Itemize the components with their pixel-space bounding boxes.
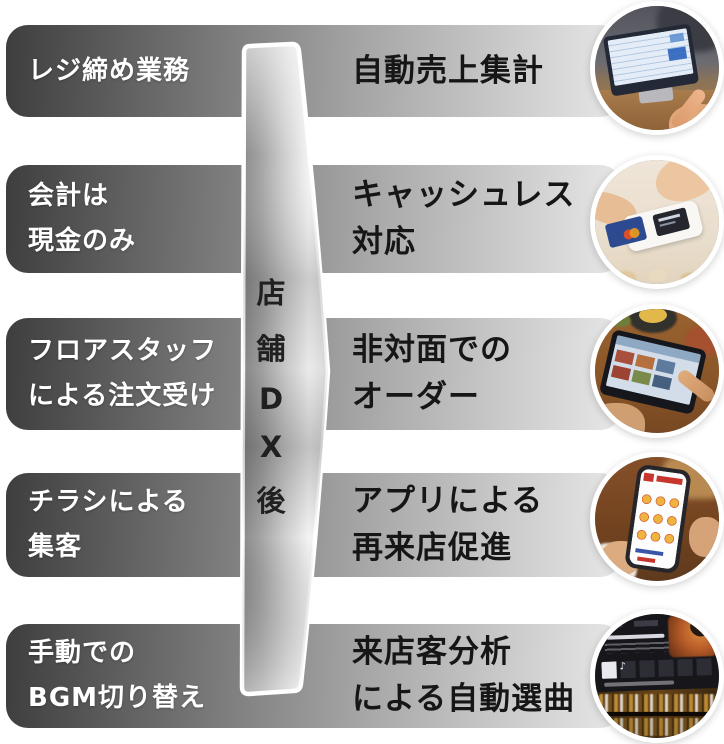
after-label: 非対面での オーダー: [352, 318, 512, 430]
banner-char: D: [258, 382, 284, 416]
before-line: チラシによる: [28, 487, 189, 517]
screen-text-lines: [604, 641, 670, 654]
comparison-row-register: レジ締め業務 自動売上集計: [6, 25, 622, 117]
screen-buttons: [601, 619, 663, 628]
after-line: 非対面での: [352, 332, 512, 368]
garnish: [611, 315, 631, 327]
pos-register-touch-photo: [590, 1, 724, 135]
food: [639, 309, 667, 323]
after-label: 自動売上集計: [352, 25, 544, 117]
before-line: フロアスタッフ: [28, 336, 218, 366]
after-line: 自動売上集計: [352, 52, 544, 89]
after-line: キャッシュレス: [352, 177, 576, 213]
center-banner-label: 店 舗 D X 後: [249, 270, 293, 520]
before-line: レジ締め業務: [28, 55, 191, 86]
pos-screen: [607, 28, 694, 87]
after-label: キャッシュレス 対応: [352, 165, 575, 273]
after-line: 来店客分析: [352, 634, 512, 670]
comparison-row-order: フロアスタッフ による注文受け 非対面での オーダー: [6, 318, 622, 430]
before-label: 手動での BGM切り替え: [6, 631, 206, 721]
coupon-app-screen: [628, 468, 688, 570]
after-line: 対応: [352, 224, 416, 260]
tablet-self-order-photo: [590, 304, 724, 438]
cashless-payment-terminal-photo: [590, 155, 724, 289]
after-label: アプリによる 再来店促進: [352, 473, 543, 577]
after-line: アプリによる: [352, 483, 544, 519]
after-line: による自動選曲: [352, 681, 576, 717]
banner-char: 店: [256, 276, 286, 310]
music-signage-bar-photo: ♪: [590, 609, 724, 743]
banner-char: 後: [256, 484, 286, 518]
before-line: 手動での: [28, 638, 137, 668]
music-system-screen: ♪: [595, 614, 719, 693]
shelf-edge: [595, 712, 719, 716]
after-label: 来店客分析 による自動選曲: [352, 624, 575, 728]
before-line: 現金のみ: [28, 226, 137, 256]
comparison-row-payment: 会計は 現金のみ キャッシュレス 対応: [6, 165, 622, 273]
before-line: BGM切り替え: [28, 683, 207, 713]
screen-title-bar: [606, 633, 665, 640]
after-line: オーダー: [352, 379, 480, 415]
before-line: 会計は: [28, 181, 110, 211]
music-note-icon: ♪: [619, 661, 627, 673]
before-line: 集客: [28, 532, 83, 562]
bottle-row: [599, 694, 715, 712]
before-label: フロアスタッフ による注文受け: [6, 329, 217, 419]
bottle-row: [599, 718, 715, 736]
smartphone-coupon-app-photo: [590, 452, 724, 586]
holding-hand: [595, 403, 645, 433]
terminal-screen: [652, 207, 691, 237]
comparison-row-bgm: 手動での BGM切り替え 来店客分析 による自動選曲: [6, 624, 622, 728]
holding-hand: [689, 517, 719, 557]
comparison-row-marketing: チラシによる 集客 アプリによる 再来店促進: [6, 473, 622, 577]
before-line: による注文受け: [28, 381, 217, 411]
before-label: レジ締め業務: [6, 49, 190, 94]
blurred-counter-items: [603, 264, 713, 284]
after-line: 再来店促進: [352, 530, 512, 566]
before-label: 会計は 現金のみ: [6, 174, 136, 264]
menu-icon-tiles: [601, 658, 714, 679]
before-label: チラシによる 集客: [6, 480, 189, 570]
screen-footer-bar: [604, 680, 675, 687]
banner-char: 舗: [256, 332, 286, 366]
banner-char: X: [259, 430, 283, 464]
